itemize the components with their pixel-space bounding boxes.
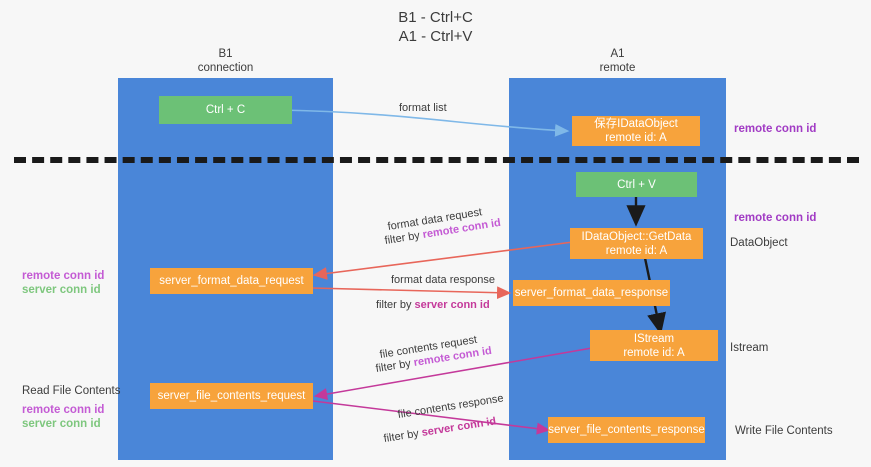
right-label-istream: Istream — [730, 342, 769, 354]
node-server-format-data-request[interactable]: server_format_data_request — [150, 268, 313, 294]
filter-prefix-2: filter by — [376, 299, 415, 311]
right-label-dataobject: DataObject — [730, 237, 788, 249]
section-divider — [14, 157, 859, 163]
edge-format-data-request — [312, 241, 574, 280]
edge-label-format-data-response: format data response — [391, 274, 495, 286]
node-server-file-contents-response[interactable]: server_file_contents_response — [548, 417, 705, 443]
node-save-idataobject[interactable]: 保存IDataObject remote id: A — [572, 116, 700, 146]
right-label-remote-conn-id-mid: remote conn id — [734, 212, 817, 224]
filter-value-server-conn-id-1: server conn id — [414, 299, 490, 311]
edge-format-data-response — [311, 286, 512, 300]
edge-format-list — [278, 109, 570, 137]
edge-file-contents-response — [312, 400, 551, 435]
left-legend-server-conn-id-mid: server conn id — [22, 284, 101, 296]
edge-file-contents-request — [313, 347, 593, 400]
right-label-write-file-contents: Write File Contents — [735, 425, 833, 437]
node-server-format-data-response[interactable]: server_format_data_response — [513, 280, 670, 306]
lane-header-a1: A1 remote — [599, 48, 636, 74]
edge-label-format-data-response-filter: filter by server conn id — [376, 298, 490, 313]
node-ctrl-v[interactable]: Ctrl + V — [576, 172, 697, 197]
right-label-remote-conn-id-top: remote conn id — [734, 123, 817, 135]
node-ctrl-c[interactable]: Ctrl + C — [159, 96, 292, 124]
page-title: B1 - Ctrl+C A1 - Ctrl+V — [398, 9, 473, 45]
left-label-read-file-contents: Read File Contents — [22, 385, 121, 397]
node-istream[interactable]: IStream remote id: A — [590, 330, 718, 361]
node-idataobject-getdata[interactable]: IDataObject::GetData remote id: A — [570, 228, 703, 259]
edge-label-format-list: format list — [399, 102, 447, 114]
lane-header-b1: B1 connection — [197, 48, 254, 74]
left-legend-remote-conn-id-mid: remote conn id — [22, 270, 105, 282]
left-legend-server-conn-id-bottom: server conn id — [22, 418, 101, 430]
node-server-file-contents-request[interactable]: server_file_contents_request — [150, 383, 313, 409]
left-legend-remote-conn-id-bottom: remote conn id — [22, 404, 105, 416]
